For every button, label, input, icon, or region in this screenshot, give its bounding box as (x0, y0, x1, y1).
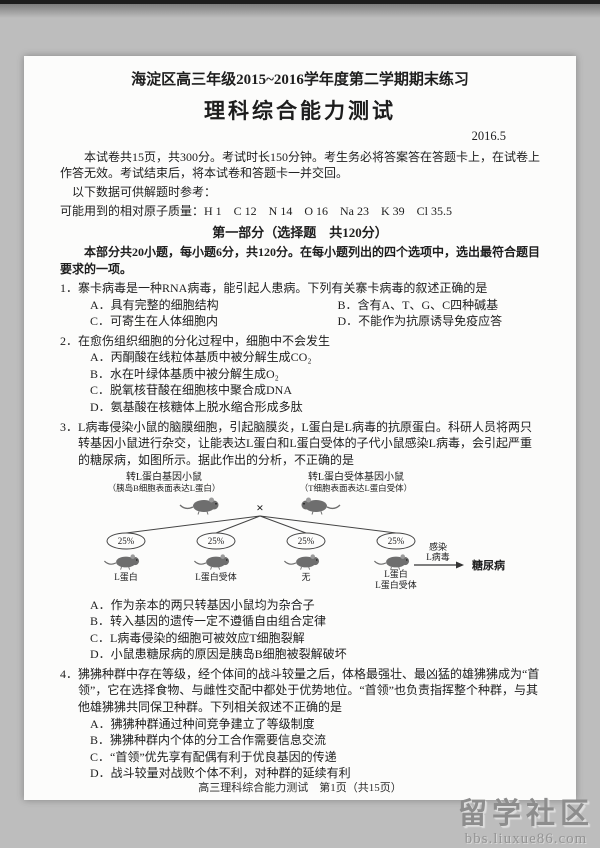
option-b: B．含有A、T、G、C四种碱基 (337, 297, 499, 312)
option-c: C．L病毒侵染的细胞可被效应T细胞裂解 (90, 630, 305, 645)
section-intro: 本部分共20小题，每小题6分，共120分。在每小题列出的四个选项中，选出最符合题… (60, 245, 541, 276)
section-title: 第一部分（选择题 共120分） (212, 225, 388, 241)
left-parent-mouse-icon (179, 496, 220, 516)
question-3-stem: 3．L病毒侵染小鼠的脑膜细胞，引起脑膜炎，L蛋白是L病毒的抗原蛋白。科研人员将两… (60, 419, 532, 467)
right-parent-mouse-icon (300, 496, 341, 516)
result-label: 糖尿病 (472, 558, 505, 572)
ratio-label: 25% (118, 536, 135, 546)
infect-arrowhead-icon (456, 561, 464, 569)
question-2: 2．在愈伤组织细胞的分化过程中，细胞中不会发生 A．丙酮酸在线粒体基质中被分解生… (60, 333, 540, 416)
question-4-stem: 4．狒狒种群中存在等级，经个体间的战斗较量之后，体格最强壮、最凶猛的雄狒狒成为“… (60, 666, 540, 714)
cross-symbol: × (256, 500, 263, 515)
question-1-options: A．具有完整的细胞结构 B．含有A、T、G、C四种碱基 C．可寄生在人体细胞内 … (60, 297, 540, 330)
option-b: B．狒狒种群内个体的分工合作需要信息交流 (90, 733, 327, 748)
offspring-mouse-icon (193, 553, 230, 571)
question-2-stem: 2．在愈伤组织细胞的分化过程中，细胞中不会发生 (60, 333, 331, 348)
right-parent-sublabel: （T细胞表面表达L蛋白受体） (300, 483, 412, 493)
offspring-label: L蛋白受体 (195, 571, 237, 582)
option-a: A．丙酮酸在线粒体基质中被分解生成CO₂ (90, 350, 312, 365)
offspring-mouse-icon (103, 553, 140, 571)
ratio-ellipse (376, 532, 416, 550)
option-d: D．战斗较量对战败个体不利，对种群的延续有利 (90, 766, 351, 781)
page-footer: 高三理科综合能力测试 第1页（共15页） (198, 782, 402, 794)
page-content: 海淀区高三年级2015~2016学年度第二学期期末练习 理科综合能力测试 201… (24, 56, 576, 782)
offspring-label: 无 (301, 572, 310, 582)
option-d: D．小鼠患糖尿病的原因是胰岛B细胞被裂解破坏 (90, 647, 347, 662)
option-c: C．可寄生在人体细胞内 (90, 314, 219, 329)
question-1-stem: 1．寨卡病毒是一种RNA病毒，能引起人患病。下列有关寨卡病毒的叙述正确的是 (60, 281, 488, 296)
exam-date: 2016.5 (471, 128, 506, 143)
cross-fan-lines (125, 515, 397, 534)
option-d: D．不能作为抗原诱导免疫应答 (337, 314, 503, 329)
question-4-options: A．狒狒种群通过种间竞争建立了等级制度 B．狒狒种群内个体的分工合作需要信息交流… (60, 716, 540, 782)
exam-notice: 本试卷共15页，共300分。考试时长150分钟。考生务必将答案答在答题卡上，在试… (60, 149, 541, 181)
option-c: C．“首领”优先享有配偶有利于优良基因的传递 (90, 749, 337, 764)
mouse-cross-diagram: 转L蛋白基因小鼠 （胰岛B细胞表面表达L蛋白） 转L蛋白受体基因小鼠 （T细胞表… (103, 470, 505, 590)
question-3: 3．L病毒侵染小鼠的脑膜细胞，引起脑膜炎，L蛋白是L病毒的抗原蛋白。科研人员将两… (60, 419, 540, 663)
watermark-url: bbs.liuxue86.com (464, 830, 588, 847)
question-2-options: A．丙酮酸在线粒体基质中被分解生成CO₂ B．水在叶绿体基质中被分解生成O₂ C… (60, 349, 540, 415)
scan-top-edge (0, 0, 600, 4)
ratio-ellipse (196, 532, 236, 550)
option-b: B．水在叶绿体基质中被分解生成O₂ (90, 366, 279, 381)
option-a: A．具有完整的细胞结构 (90, 297, 219, 312)
offspring-label: L蛋白 (384, 568, 408, 579)
option-c: C．脱氧核苷酸在细胞核中聚合成DNA (90, 383, 293, 398)
ratio-ellipse (106, 532, 146, 550)
option-a: A．作为亲本的两只转基因小鼠均为杂合子 (90, 597, 315, 612)
offspring-mouse-icon (283, 553, 320, 571)
option-a: A．狒狒种群通过种间竞争建立了等级制度 (90, 716, 315, 731)
option-b: B．转入基因的遗传一定不遵循自由组合定律 (90, 614, 327, 629)
site-watermark: 留学社区 bbs.liuxue86.com (457, 797, 594, 847)
question-1: 1．寨卡病毒是一种RNA病毒，能引起人患病。下列有关寨卡病毒的叙述正确的是 A．… (60, 280, 540, 330)
question-4: 4．狒狒种群中存在等级，经个体间的战斗较量之后，体格最强壮、最凶猛的雄狒狒成为“… (60, 666, 540, 782)
atomic-mass-line: 可能用到的相对原子质量：H 1 C 12 N 14 O 16 Na 23 K 3… (60, 203, 452, 218)
infect-virus-label: L病毒 (426, 551, 450, 562)
infect-label: 感染 (429, 541, 447, 552)
offspring-label: L蛋白 (114, 571, 138, 582)
left-parent-label: 转L蛋白基因小鼠 (126, 470, 202, 483)
question-3-options: A．作为亲本的两只转基因小鼠均为杂合子 B．转入基因的遗传一定不遵循自由组合定律… (60, 597, 540, 663)
option-d: D．氨基酸在核糖体上脱水缩合形成多肽 (90, 399, 303, 414)
ratio-label: 25% (208, 536, 225, 546)
exam-header-title: 海淀区高三年级2015~2016学年度第二学期期末练习 (131, 72, 469, 88)
ratio-label: 25% (298, 536, 315, 546)
reference-data-hint: 以下数据可供解题时参考： (72, 185, 217, 199)
right-parent-label: 转L蛋白受体基因小鼠 (308, 470, 404, 483)
ratio-ellipse (286, 532, 326, 550)
ratio-label: 25% (388, 536, 405, 546)
watermark-logo-text: 留学社区 (457, 797, 594, 830)
left-parent-sublabel: （胰岛B细胞表面表达L蛋白） (108, 483, 221, 493)
offspring-mouse-icon (373, 553, 410, 571)
scan-top-shadow (0, 4, 600, 18)
offspring-label: L蛋白受体 (375, 579, 417, 590)
exam-page: 海淀区高三年级2015~2016学年度第二学期期末练习 理科综合能力测试 201… (24, 56, 576, 800)
question-3-figure: 转L蛋白基因小鼠 （胰岛B细胞表面表达L蛋白） 转L蛋白受体基因小鼠 （T细胞表… (64, 470, 540, 597)
exam-subject-title: 理科综合能力测试 (204, 98, 396, 123)
